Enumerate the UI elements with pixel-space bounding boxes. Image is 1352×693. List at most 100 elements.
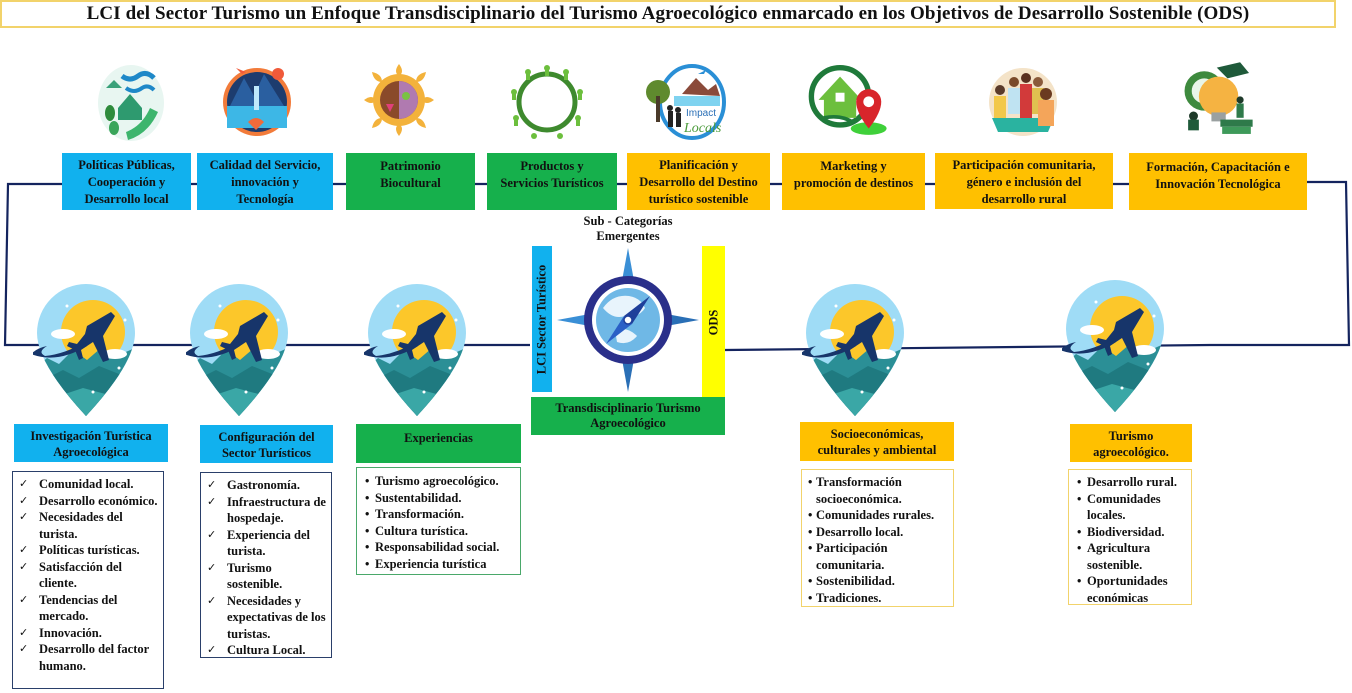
- checkmark-icon: ✓: [19, 643, 29, 655]
- bullet-icon: •: [808, 524, 813, 539]
- list-item: ✓ Gastronomía.: [201, 477, 327, 494]
- center-heading-line: Sub - Categorías: [583, 214, 673, 228]
- list-item: •Comunidades locales.: [1075, 491, 1187, 524]
- list-item: •Desarrollo rural.: [1075, 474, 1187, 491]
- bullet-icon: •: [365, 474, 370, 488]
- compass-globe-icon: [557, 248, 699, 392]
- list-item: ✓Innovación.: [13, 625, 159, 642]
- subcategory-list-investigacion: ✓Comunidad local.✓Desarrollo económico.✓…: [12, 471, 164, 689]
- checkmark-icon: ✓: [19, 494, 29, 507]
- list-item-text: Cultura Local.: [227, 643, 306, 657]
- house-location-pin-icon: [808, 64, 887, 135]
- bullet-icon: •: [365, 507, 370, 521]
- impact-locals-logo-icon: Impact Locals: [646, 64, 726, 140]
- list-item-text: Infraestructura de hospedaje.: [227, 494, 326, 526]
- bullet-icon: •: [808, 475, 813, 489]
- list-item: • Experiencia turística: [363, 556, 516, 573]
- category-label-line: Formación, Capacitación e: [1146, 160, 1290, 174]
- lci-sector-label: LCI Sector Turístico: [534, 264, 549, 374]
- category-label-line: Planificación y: [659, 158, 738, 172]
- subcategory-header-line: Experiencias: [404, 431, 473, 445]
- subcategory-list-configuracion: ✓ Gastronomía. ✓ Infraestructura de hospeda…: [200, 472, 332, 658]
- category-label-line: Biocultural: [380, 176, 441, 190]
- category-label-line: promoción de destinos: [793, 176, 914, 190]
- bullet-icon: •: [1077, 574, 1082, 588]
- list-item: •Agricultura sostenible.: [1075, 540, 1187, 573]
- list-item: •Biodiversidad.: [1075, 524, 1187, 541]
- airplane-location-pin-icon: [1060, 276, 1168, 416]
- list-item: •Comunidades rurales.: [808, 507, 949, 524]
- right-connector-line: [1210, 180, 1351, 347]
- sun-mask-heritage-icon: [364, 64, 434, 136]
- category-label-line: Patrimonio: [380, 159, 441, 173]
- airplane-location-pin-icon: [31, 280, 139, 420]
- checkmark-icon: ✓: [19, 511, 29, 523]
- bullet-icon: •: [1077, 475, 1082, 489]
- list-item-text: Sustentabilidad.: [375, 490, 462, 505]
- checkmark-icon: ✓: [207, 561, 217, 574]
- list-item-text: Necesidades del turista.: [39, 510, 123, 541]
- center-heading-line: Emergentes: [596, 229, 660, 243]
- list-item: ✓Tendencias del mercado.: [13, 592, 159, 625]
- list-item-text: Experiencia del turista.: [227, 527, 310, 559]
- list-item: • Cultura turística.: [363, 523, 516, 540]
- subcategory-header-line: Sector Turísticos: [221, 446, 311, 460]
- list-item: • Sustentabilidad.: [363, 490, 516, 507]
- list-item-text: Comunidad local.: [39, 477, 134, 491]
- list-item: •Responsabilidad social.: [363, 539, 516, 556]
- subcategory-header-socioeconomicas: Socioeconómicas,culturales y ambiental: [800, 422, 954, 461]
- list-item: •Transformación.: [363, 506, 516, 523]
- list-item-text: Comunidades rurales.: [816, 508, 935, 522]
- list-item: ✓ Necesidades del turista.: [13, 509, 159, 542]
- checkmark-icon: ✓: [207, 528, 217, 541]
- list-item-text: Biodiversidad.: [1087, 524, 1165, 539]
- list-item: •Desarrollo local.: [808, 524, 949, 541]
- category-label-line: Desarrollo del Destino: [639, 175, 758, 189]
- list-item-text: Cultura turística.: [375, 523, 469, 538]
- checkmark-icon: ✓: [19, 560, 29, 573]
- category-label-line: innovación y: [231, 175, 299, 189]
- subcategory-header-line: Investigación Turística: [30, 429, 152, 443]
- list-item-text: Gastronomía.: [227, 478, 301, 492]
- center-heading: Sub - Categorías Emergentes: [548, 214, 708, 244]
- category-label-line: Participación comunitaria,: [952, 158, 1096, 172]
- top-connector-line: [3, 182, 70, 347]
- list-item-text: Oportunidades económicas: [1087, 574, 1168, 605]
- checkmark-icon: ✓: [19, 544, 29, 556]
- list-item-text: Innovación.: [39, 625, 102, 640]
- bullet-icon: •: [1077, 541, 1082, 555]
- category-label-line: turístico sostenible: [648, 192, 749, 206]
- checkmark-icon: ✓: [207, 644, 217, 656]
- list-item-text: Tendencias del mercado.: [39, 592, 118, 624]
- transdisciplinario-label-line: Agroecológico: [590, 416, 666, 430]
- list-item: ✓Necesidades y expectativas de los turis…: [201, 593, 327, 643]
- subcategory-list-experiencias: • Turismo agroecológico. • Sustentabilidad.…: [356, 467, 521, 575]
- community-people-icon: [989, 68, 1057, 136]
- category-label-line: Tecnología: [236, 192, 294, 206]
- bullet-icon: •: [365, 556, 370, 571]
- category-planificacion-destino: Planificación y Desarrollo del Destino tur…: [627, 153, 770, 210]
- list-item: ✓Políticas turísticas.: [13, 542, 159, 559]
- svg-text:Locals: Locals: [683, 121, 722, 136]
- list-item-text: Experiencia turística: [375, 556, 487, 571]
- list-item: •Participación comunitaria.: [808, 540, 949, 573]
- list-item: ✓Desarrollo del factor humano.: [13, 641, 159, 674]
- subcategory-header-line: Agroecológica: [53, 445, 129, 459]
- ods-label-bar: ODS: [702, 246, 725, 398]
- list-item-text: Turismo agroecológico.: [375, 474, 499, 488]
- checkmark-icon: ✓: [207, 479, 217, 491]
- lci-sector-label-bar: LCI Sector Turístico: [532, 246, 552, 392]
- category-label-line: Cooperación y: [87, 175, 166, 189]
- category-label-line: género e inclusión del: [966, 175, 1082, 189]
- list-item: ✓ Comunidad local.: [13, 476, 159, 493]
- transdisciplinario-label-line: Transdisciplinario Turismo: [555, 401, 701, 415]
- checkmark-icon: ✓: [19, 478, 29, 490]
- bullet-icon: •: [365, 523, 370, 538]
- list-item-text: Desarrollo local.: [816, 524, 904, 539]
- bullet-icon: •: [365, 490, 370, 505]
